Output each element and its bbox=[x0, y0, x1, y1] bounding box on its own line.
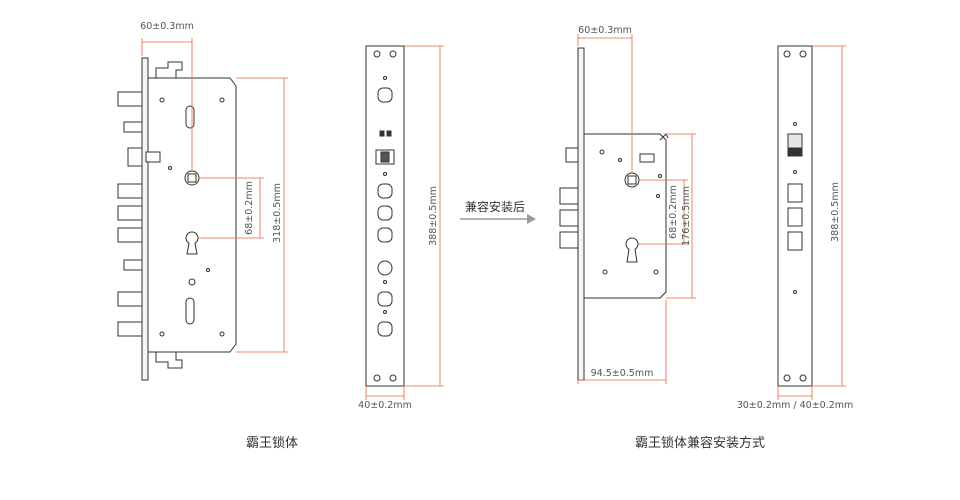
right-faceplate-dimension-lines bbox=[777, 45, 846, 400]
left-faceplate bbox=[365, 45, 405, 387]
right-body-height-label: 176±0.5mm bbox=[681, 186, 692, 246]
right-handle-cylinder-distance-label: 68±0.2mm bbox=[668, 185, 679, 239]
right-body-width-label: 94.5±0.5mm bbox=[591, 368, 654, 379]
right-backset-label: 60±0.3mm bbox=[578, 25, 632, 36]
left-backset-label: 60±0.3mm bbox=[140, 21, 194, 32]
transition-arrow bbox=[460, 214, 536, 224]
left-body-height-label: 318±0.5mm bbox=[272, 183, 283, 243]
right-lock-body bbox=[559, 47, 669, 381]
right-faceplate bbox=[777, 45, 813, 387]
right-faceplate-width-label: 30±0.2mm / 40±0.2mm bbox=[737, 400, 854, 411]
right-caption: 霸王锁体兼容安装方式 bbox=[635, 435, 765, 451]
left-caption: 霸王锁体 bbox=[246, 435, 298, 451]
left-dimension-lines bbox=[141, 38, 288, 353]
right-dimension-lines bbox=[577, 34, 696, 384]
left-faceplate-width-label: 40±0.2mm bbox=[358, 400, 412, 411]
left-handle-cylinder-distance-label: 68±0.2mm bbox=[244, 181, 255, 235]
left-faceplate-height-label: 388±0.5mm bbox=[428, 186, 439, 246]
left-lock-body bbox=[117, 57, 237, 381]
transition-label: 兼容安装后 bbox=[465, 199, 525, 214]
left-faceplate-dimension-lines bbox=[365, 45, 444, 400]
right-faceplate-height-label: 388±0.5mm bbox=[830, 182, 841, 242]
